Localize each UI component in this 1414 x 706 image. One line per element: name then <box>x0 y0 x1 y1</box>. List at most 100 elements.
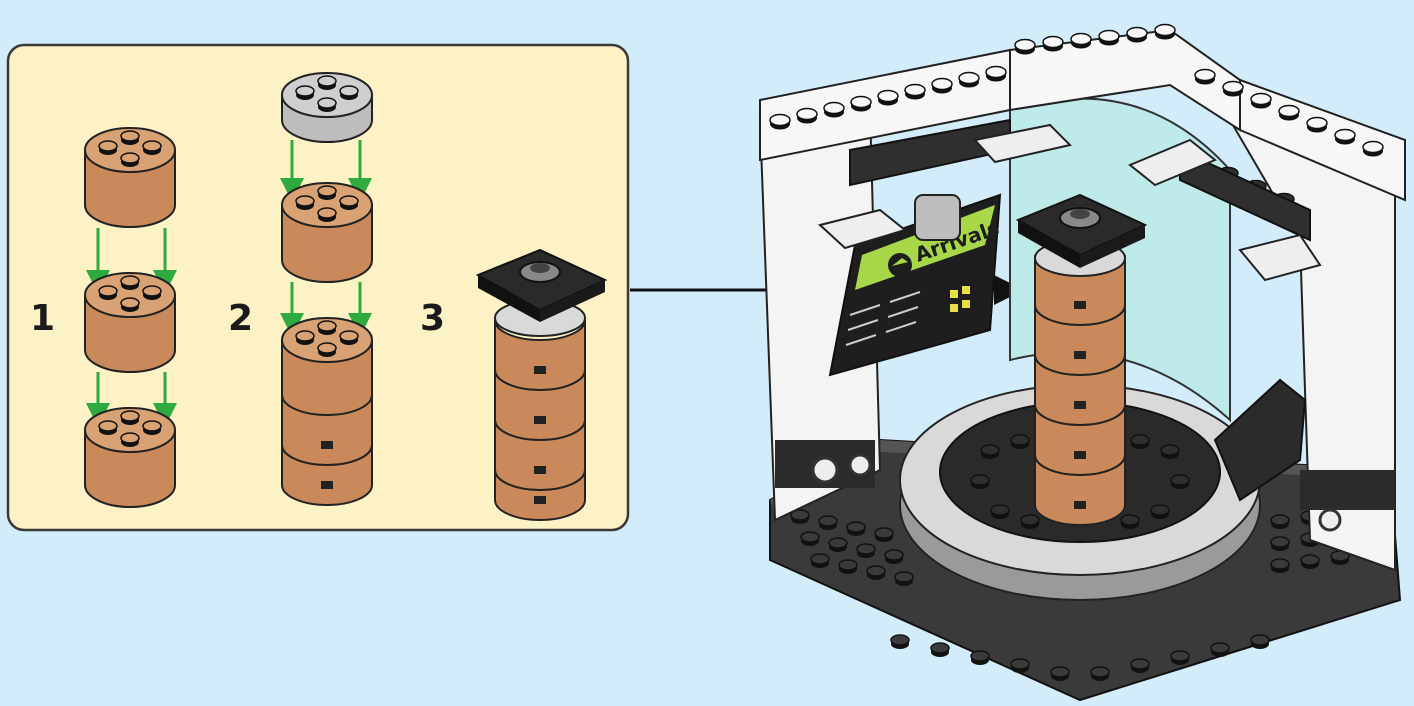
stud <box>890 634 910 649</box>
step-number-2: 2 <box>228 298 253 339</box>
stud <box>894 571 914 586</box>
step-number-3: 3 <box>420 298 445 339</box>
stud <box>1130 658 1150 673</box>
stud <box>958 71 980 88</box>
stud <box>904 83 926 100</box>
stud <box>317 97 337 112</box>
stud <box>1098 29 1120 46</box>
step-2-assembly <box>280 72 373 506</box>
stud <box>1170 474 1190 489</box>
stud <box>1154 23 1176 40</box>
stacked-brick <box>494 469 586 521</box>
stud <box>818 515 838 530</box>
stud <box>317 320 337 335</box>
stud <box>850 95 872 112</box>
stud <box>838 559 858 574</box>
black-tile <box>475 248 608 322</box>
stud <box>1150 504 1170 519</box>
round-brick <box>84 407 176 508</box>
stud <box>931 77 953 94</box>
round-brick <box>281 182 373 283</box>
stud <box>990 504 1010 519</box>
round-brick <box>84 127 176 228</box>
stud <box>142 285 162 300</box>
stud <box>930 642 950 657</box>
stud <box>1270 558 1290 573</box>
airport-model: Arrivals <box>758 23 1406 702</box>
stud <box>1250 634 1270 649</box>
stud <box>970 650 990 665</box>
stud <box>1222 80 1244 97</box>
stud <box>874 527 894 542</box>
stud <box>970 474 990 489</box>
round-brick <box>281 72 373 143</box>
stacked-brick <box>281 444 373 506</box>
stud <box>1014 38 1036 55</box>
stud <box>1070 32 1092 49</box>
stud <box>1334 128 1356 145</box>
step-number-1: 1 <box>30 298 55 339</box>
stud <box>790 509 810 524</box>
step-1-assembly <box>84 127 177 508</box>
stud <box>317 185 337 200</box>
stud <box>800 531 820 546</box>
installed-pillar <box>1015 193 1148 526</box>
stud <box>120 432 140 447</box>
stud <box>1160 444 1180 459</box>
stud <box>317 207 337 222</box>
stud <box>317 342 337 357</box>
stud <box>339 195 359 210</box>
stud <box>120 410 140 425</box>
stud <box>339 85 359 100</box>
stud <box>1270 514 1290 529</box>
stud <box>142 140 162 155</box>
chair-piece <box>1213 378 1307 502</box>
stud <box>985 65 1007 82</box>
step-3-assembly <box>475 248 608 521</box>
stud <box>1090 666 1110 681</box>
stud <box>295 330 315 345</box>
stud <box>877 89 899 106</box>
floor-studs <box>790 506 1350 681</box>
stud <box>120 297 140 312</box>
stud <box>769 113 791 130</box>
stud <box>1050 666 1070 681</box>
stud <box>823 101 845 118</box>
stud <box>1010 434 1030 449</box>
stud <box>295 85 315 100</box>
stud <box>810 553 830 568</box>
stud <box>866 565 886 580</box>
stud <box>856 543 876 558</box>
stud <box>884 549 904 564</box>
stud <box>142 420 162 435</box>
stud <box>1270 536 1290 551</box>
stud <box>1194 68 1216 85</box>
stud <box>120 152 140 167</box>
round-brick <box>84 272 176 373</box>
stud <box>1210 642 1230 657</box>
stud <box>98 420 118 435</box>
stud <box>828 537 848 552</box>
stud <box>98 285 118 300</box>
round-brick <box>281 317 373 418</box>
stud <box>339 330 359 345</box>
stud <box>1020 514 1040 529</box>
stud <box>120 275 140 290</box>
stud <box>980 444 1000 459</box>
black-tile <box>1015 193 1148 268</box>
stud <box>1042 35 1064 52</box>
stud <box>1362 140 1384 157</box>
stud <box>1250 92 1272 109</box>
stud <box>1278 104 1300 121</box>
stud <box>1306 116 1328 133</box>
stud <box>1170 650 1190 665</box>
airplane-icon <box>888 253 912 277</box>
stud <box>1010 658 1030 673</box>
stud <box>98 140 118 155</box>
stud <box>120 130 140 145</box>
stud <box>1126 26 1148 43</box>
stud <box>317 75 337 90</box>
stud <box>1120 514 1140 529</box>
stud <box>295 195 315 210</box>
